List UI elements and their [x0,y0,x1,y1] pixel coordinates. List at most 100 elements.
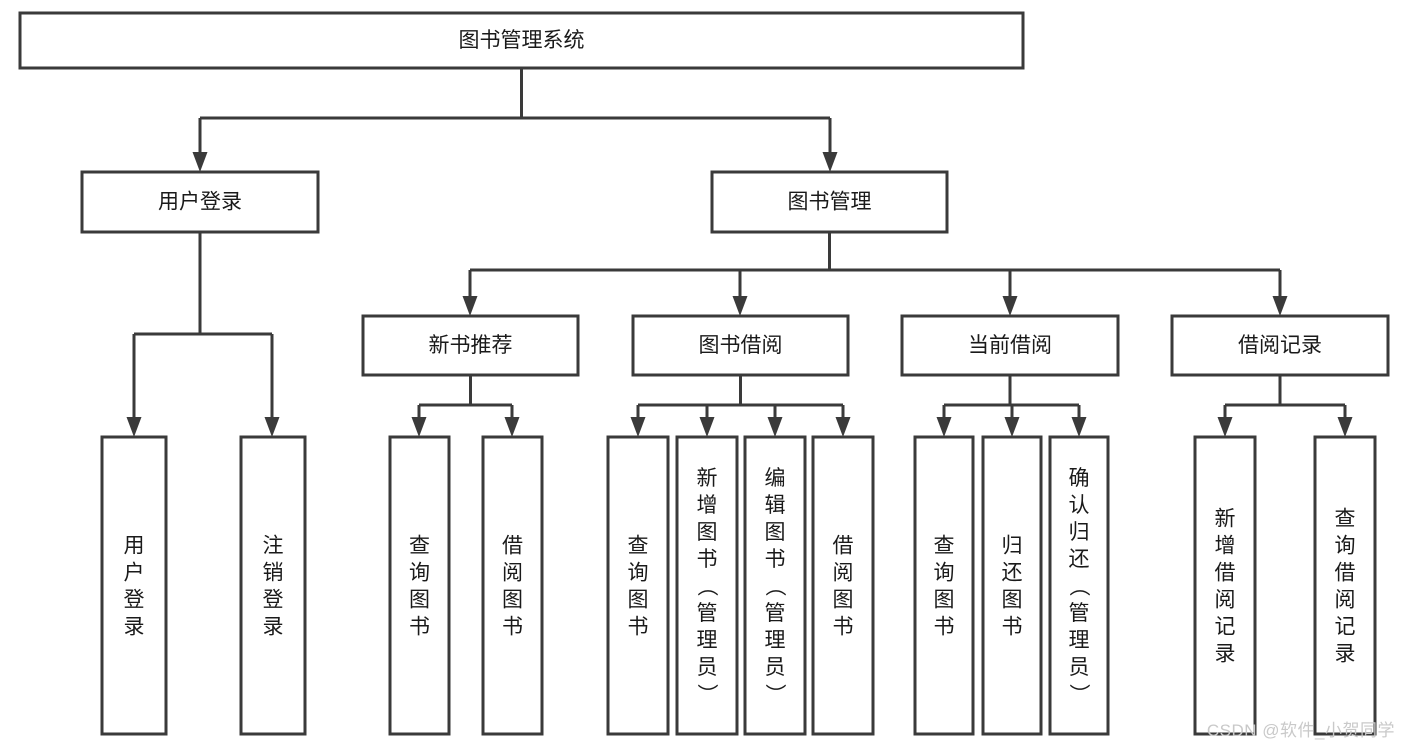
node-book-manage[interactable]: 图书管理 [710,170,949,234]
node-label-char: 书 [409,616,430,639]
node-label-char: 员 [1069,656,1090,679]
node-label-char: 图 [1002,589,1023,612]
node-root[interactable]: 图书管理系统 [18,11,1025,70]
node-label-char: ） [1067,684,1090,705]
node-label: 借阅记录 [1238,334,1322,357]
node-leaf-user-login[interactable]: 用户登录 [100,435,168,736]
node-book-borrow[interactable]: 图书借阅 [631,314,850,377]
node-label-char: 查 [628,535,649,558]
node-label-char: 员 [765,656,786,679]
node-label-char: 理 [765,629,786,652]
node-label-char: 询 [409,562,430,585]
node-label-char: 理 [697,629,718,652]
connector-borrowrecord-to-leaves [1217,375,1353,437]
node-label-char: 理 [1069,629,1090,652]
node-label-char: 还 [1002,562,1023,585]
node-label-char: 管 [765,602,786,625]
node-label-char: 书 [934,616,955,639]
connector-currentborrow-to-leaves [936,375,1087,437]
node-label-char: （ [695,576,718,597]
node-label-char: 归 [1069,521,1090,544]
connector-root-to-level2 [192,68,838,172]
node-label-char: 书 [1002,616,1023,639]
node-label-char: 户 [124,562,145,585]
node-label-char: 记 [1335,616,1356,639]
connector-bookborrow-to-leaves [630,375,851,437]
node-label-char: 阅 [833,562,854,585]
node-label-char: 辑 [765,494,786,517]
node-label-char: 阅 [1335,589,1356,612]
node-label: 图书借阅 [699,334,783,357]
node-label-char: 记 [1215,616,1236,639]
node-label-char: 图 [934,589,955,612]
node-label-char: ） [695,684,718,705]
node-label-char: 录 [1335,643,1356,666]
node-label-char: 图 [833,589,854,612]
node-label-char: 图 [502,589,523,612]
node-label-char: （ [763,576,786,597]
node-label-char: 登 [124,589,145,612]
node-label-char: 编 [765,467,786,490]
node-new-book-rec[interactable]: 新书推荐 [361,314,580,377]
node-label: 当前借阅 [968,334,1052,357]
node-label-char: 书 [765,548,786,571]
node-label: 新书推荐 [429,334,513,357]
node-label-char: 书 [697,548,718,571]
node-label-char: 管 [1069,602,1090,625]
node-user-login[interactable]: 用户登录 [80,170,320,234]
node-current-borrow[interactable]: 当前借阅 [900,314,1120,377]
node-label-char: 注 [263,535,284,558]
node-label-char: 借 [1215,562,1236,585]
node-label-char: 录 [263,616,284,639]
node-label-char: 图 [765,521,786,544]
node-label-char: 归 [1002,535,1023,558]
node-label: 图书管理系统 [459,29,585,52]
node-label-char: 查 [934,535,955,558]
connector-bookmanage-to-level3 [462,232,1288,316]
node-label-char: 书 [833,616,854,639]
node-label-char: 询 [628,562,649,585]
node-label-char: 录 [1215,643,1236,666]
node-label-char: 新 [1215,508,1236,531]
connector-newbookrec-to-leaves [411,375,520,437]
node-label-char: 员 [697,656,718,679]
node-label-char: 借 [833,535,854,558]
connector-layer [126,68,1353,437]
node-label-char: （ [1067,576,1090,597]
csdn-watermark: CSDN @软件_小贺同学 [1206,721,1395,740]
node-label-char: 书 [628,616,649,639]
node-label-char: 图 [409,589,430,612]
node-label-char: 还 [1069,548,1090,571]
node-label-char: 图 [697,521,718,544]
node-label: 图书管理 [788,191,872,214]
node-label-char: 录 [124,616,145,639]
node-label-char: 确 [1069,467,1090,490]
node-label-char: 阅 [502,562,523,585]
node-label-char: 借 [502,535,523,558]
node-borrow-record[interactable]: 借阅记录 [1170,314,1390,377]
node-label-char: ） [763,684,786,705]
node-label-char: 图 [628,589,649,612]
node-label-char: 增 [1215,535,1236,558]
node-label-char: 查 [409,535,430,558]
node-label-char: 认 [1069,494,1090,517]
node-label-char: 阅 [1215,589,1236,612]
node-label-char: 询 [1335,535,1356,558]
node-label-char: 查 [1335,508,1356,531]
node-layer: 图书管理系统用户登录图书管理新书推荐图书借阅当前借阅借阅记录用户登录注销登录查询… [18,11,1390,736]
node-label-char: 用 [124,535,145,558]
node-label-char: 借 [1335,562,1356,585]
